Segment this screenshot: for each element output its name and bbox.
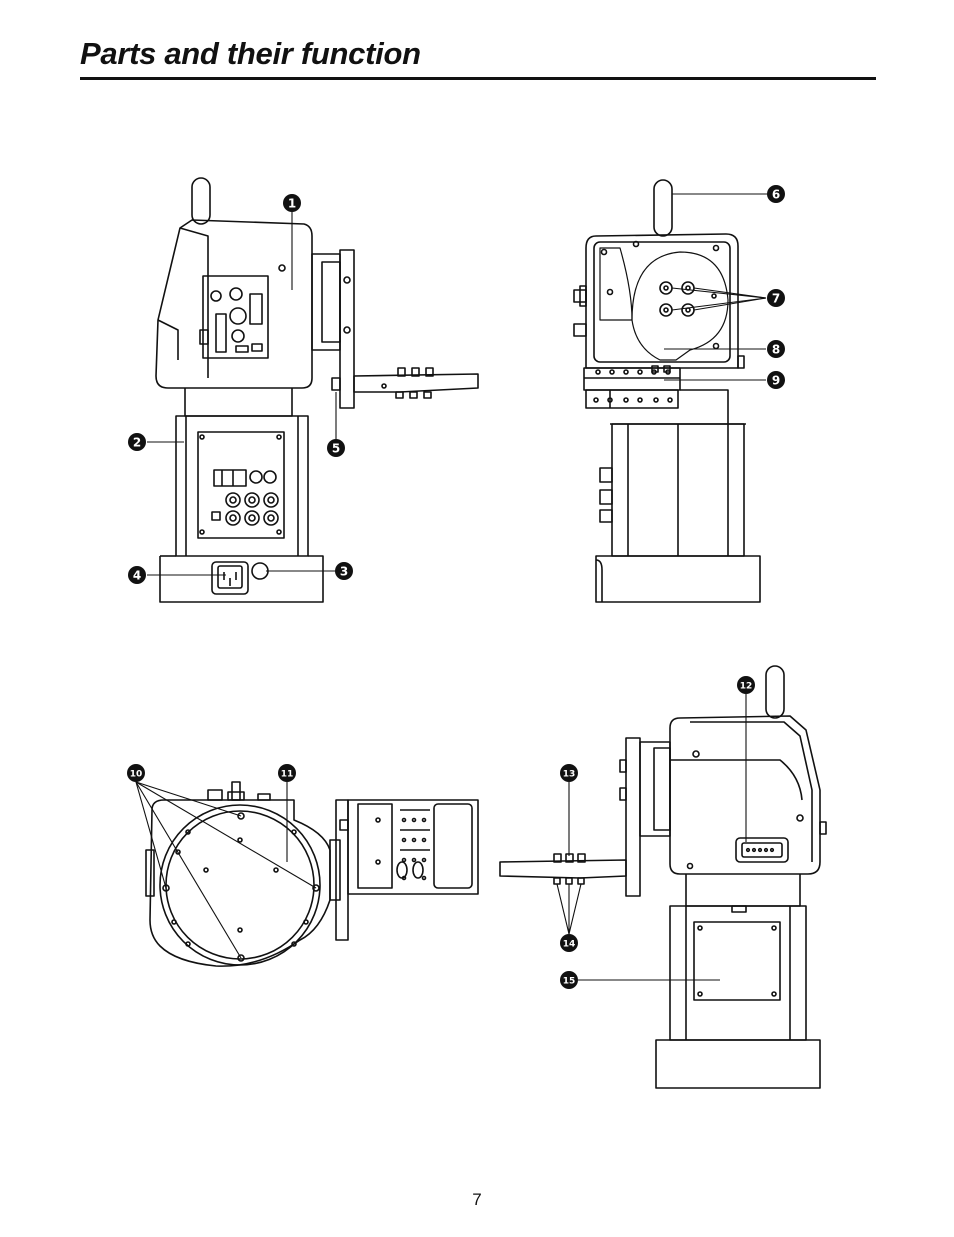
svg-text:7: 7 — [772, 292, 780, 306]
callout-3: 3 — [335, 562, 353, 580]
svg-text:15: 15 — [563, 977, 576, 987]
svg-text:12: 12 — [740, 682, 753, 692]
svg-text:10: 10 — [130, 770, 143, 780]
svg-text:8: 8 — [772, 343, 780, 357]
svg-text:2: 2 — [133, 436, 141, 450]
callout-8: 8 — [767, 340, 785, 358]
svg-text:6: 6 — [772, 188, 780, 202]
svg-text:9: 9 — [772, 374, 780, 388]
page-title: Parts and their function — [80, 36, 421, 71]
callout-markers: 1 2 3 4 5 6 7 8 9 10 11 12 13 14 15 — [127, 185, 785, 989]
svg-text:4: 4 — [133, 569, 141, 583]
callout-11: 11 — [278, 764, 296, 782]
svg-text:14: 14 — [563, 940, 576, 950]
callout-4: 4 — [128, 566, 146, 584]
leader-lines — [135, 193, 768, 981]
callout-14: 14 — [560, 934, 578, 952]
svg-text:3: 3 — [340, 565, 348, 579]
callout-12: 12 — [737, 676, 755, 694]
callout-10: 10 — [127, 764, 145, 782]
callout-7: 7 — [767, 289, 785, 307]
callout-15: 15 — [560, 971, 578, 989]
unit-side-view — [573, 179, 761, 603]
svg-text:1: 1 — [288, 197, 296, 211]
page-number: 7 — [472, 1190, 482, 1209]
callout-13: 13 — [560, 764, 578, 782]
callout-6: 6 — [767, 185, 785, 203]
unit-right-view — [499, 665, 827, 1089]
title-rule — [80, 77, 876, 80]
callout-5: 5 — [327, 439, 345, 457]
callout-1: 1 — [283, 194, 301, 212]
svg-text:13: 13 — [563, 770, 576, 780]
svg-text:5: 5 — [332, 442, 340, 456]
callout-9: 9 — [767, 371, 785, 389]
callout-2: 2 — [128, 433, 146, 451]
unit-front-view — [155, 177, 479, 603]
svg-text:11: 11 — [281, 770, 294, 780]
unit-bottom-view — [145, 781, 479, 967]
